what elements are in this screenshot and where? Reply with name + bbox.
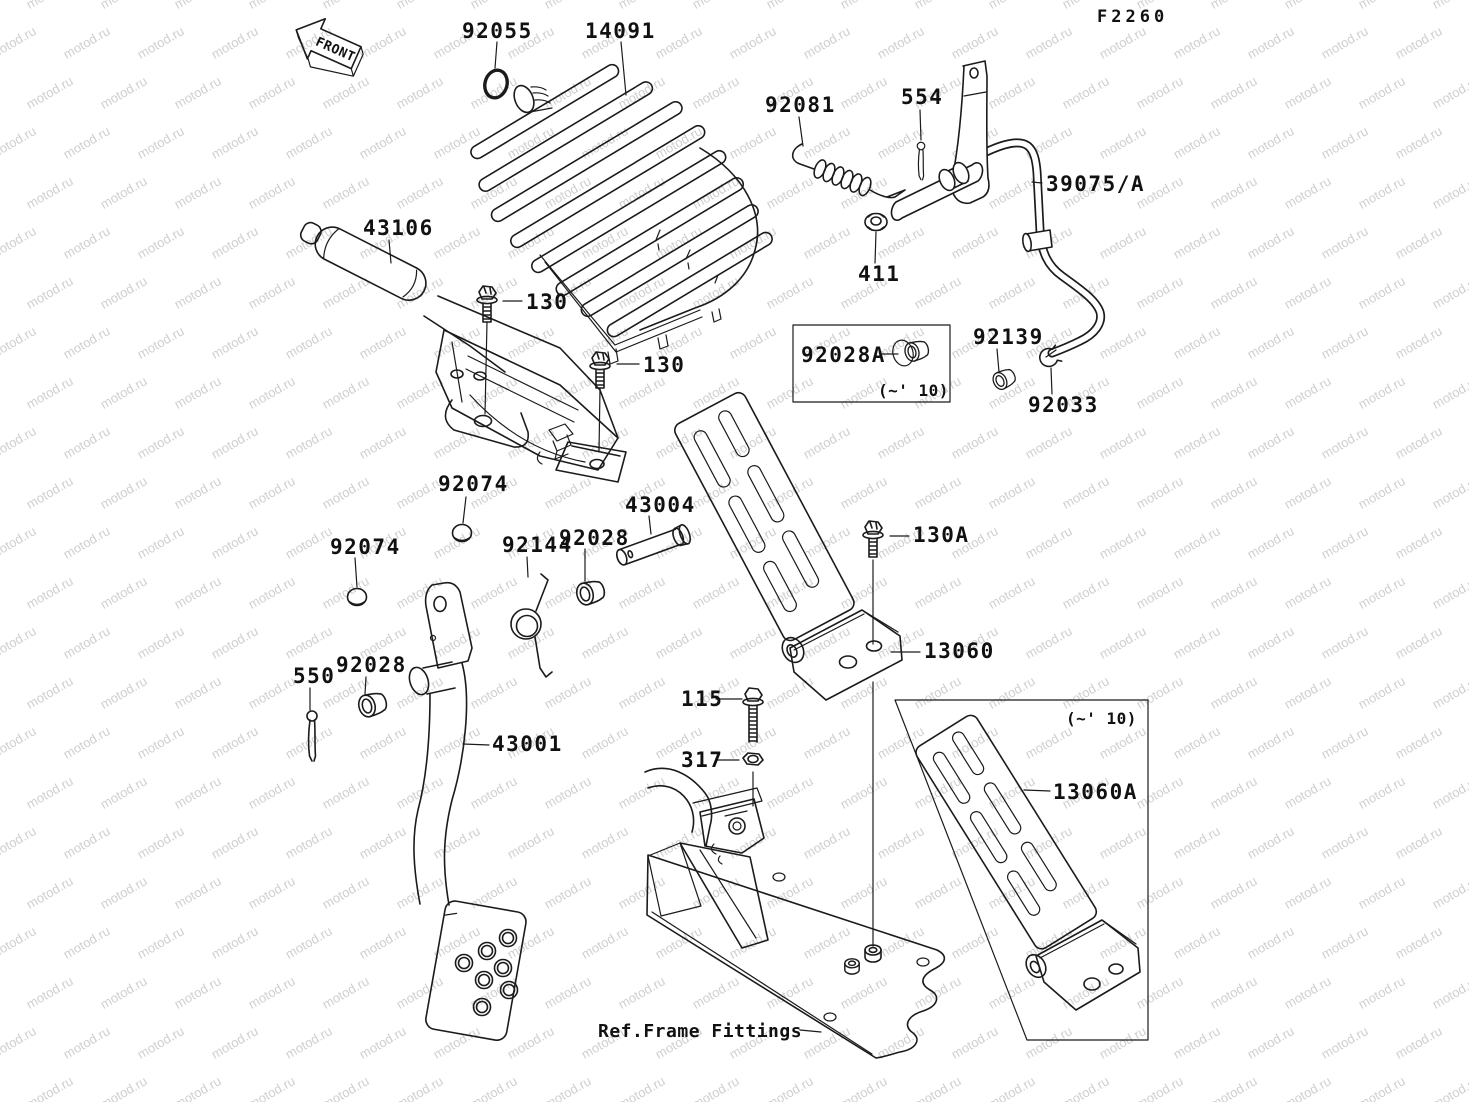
part-bushing-92028-2 [355,689,390,720]
label-550: 550 [293,664,335,688]
leader-lines [309,41,1053,1033]
part-cotter-pin-554 [916,141,926,181]
part-spring-92081 [791,143,906,199]
label-ref-frame-fittings: Ref.Frame Fittings [598,1021,802,1042]
label-13060a: 13060A [1053,780,1138,804]
part-nut-317 [742,752,764,766]
label-92074-2: 92074 [330,535,401,559]
part-lever-rod-39075a [890,60,1106,358]
part-labels: 92055 14091 92081 554 39075/A 411 43106 … [293,19,1145,1042]
part-oring-92055 [483,68,509,100]
label-411: 411 [858,262,900,286]
label-13060: 13060 [924,639,995,663]
label-43001: 43001 [492,732,563,756]
label-note-2010-1: (~' 10) [878,381,949,400]
part-cotter-pin-550 [306,710,318,762]
label-130a: 130A [913,523,970,547]
label-note-2010-2: (~' 10) [1066,709,1137,728]
part-bracket-13060 [789,609,903,701]
label-92081: 92081 [765,93,836,117]
label-14091: 14091 [585,19,656,43]
part-spring-92144 [510,573,553,678]
label-92028-2: 92028 [336,653,407,677]
label-43004: 43004 [625,493,696,517]
part-bolt-130a [862,520,884,558]
label-92033: 92033 [1028,393,1099,417]
label-92139: 92139 [973,325,1044,349]
label-92055: 92055 [462,19,533,43]
part-handbrake-43106 [299,221,627,483]
callout-box-92028a [792,324,951,403]
part-cover-14091 [470,63,773,365]
callout-box-13060a [894,699,1149,1041]
front-arrow: FRONT [295,17,364,77]
label-92144: 92144 [502,533,573,557]
part-plug-92074-2 [346,587,368,607]
part-bushing-92028-1 [573,577,608,608]
part-bolt-115 [742,687,764,743]
label-39075a: 39075/A [1046,172,1145,196]
label-317: 317 [681,748,723,772]
part-pin-43004 [615,524,692,566]
part-bushing-92139 [989,365,1019,393]
label-130-1: 130 [526,290,568,314]
part-brake-pedal-43001 [408,581,527,1041]
label-554: 554 [901,85,943,109]
part-clip-92033 [1039,344,1063,368]
figure-code: F2260 [1097,7,1168,27]
label-92028-1: 92028 [559,526,630,550]
label-115: 115 [681,687,723,711]
part-plug-92074-1 [451,523,473,543]
label-92074-1: 92074 [438,472,509,496]
label-130-2: 130 [643,353,685,377]
part-nut-411 [864,212,888,232]
frame-plate-assembly [644,767,946,1059]
label-92028a: 92028A [801,343,886,367]
part-pedal-plate [674,391,855,664]
label-43106: 43106 [363,216,434,240]
